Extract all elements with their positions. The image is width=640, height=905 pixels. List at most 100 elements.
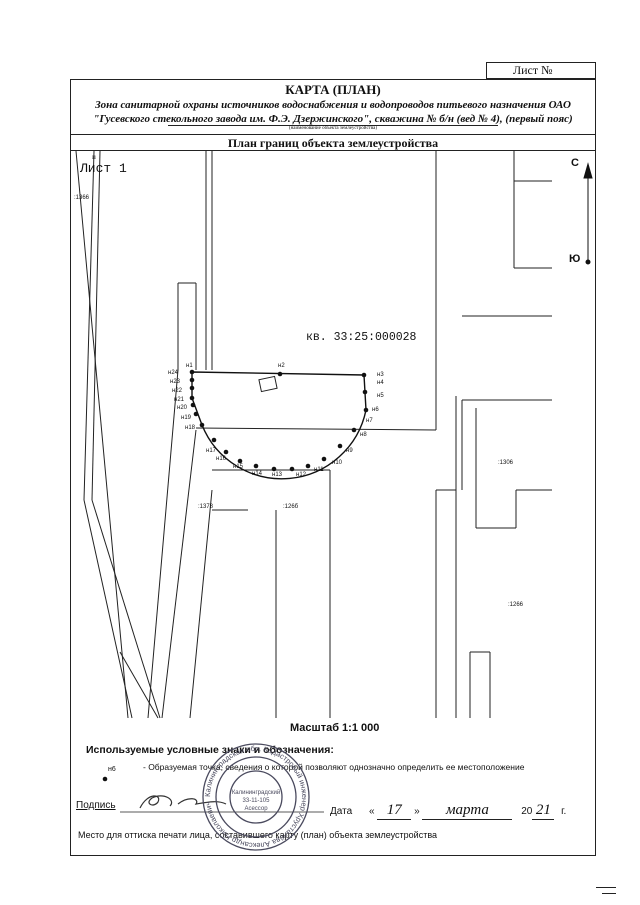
boundary-point (189, 377, 195, 383)
tick-mark: ıı (92, 153, 96, 161)
sheet-name: Лист 1 (80, 161, 127, 176)
boundary-point (321, 456, 327, 462)
date-year-unit: г. (561, 806, 567, 817)
north-arrow-icon (583, 162, 593, 265)
point-label: н14 (252, 471, 262, 477)
boundary-point (362, 389, 368, 395)
parcel-label: :1306 (498, 460, 514, 466)
point-label: н20 (177, 405, 187, 411)
boundary-point (189, 395, 195, 401)
map-line (137, 647, 161, 719)
point-label: н2 (278, 363, 285, 369)
boundary-point (189, 385, 195, 391)
map-scale: Масштаб 1:1 000 (290, 722, 380, 734)
seal-stamp: Калининградская обл. Кадастровый инженер… (202, 743, 310, 851)
svg-text:Калининградский: Калининградский (232, 789, 280, 796)
legend-point-description: - Образуемая точка, сведения о которой п… (143, 762, 525, 772)
parcel-label: :1378 (198, 504, 214, 510)
map-line (75, 150, 129, 719)
map-line (119, 651, 159, 719)
point-label: н17 (206, 448, 216, 454)
date-month: марта (422, 802, 513, 820)
point-label: н11 (314, 467, 324, 473)
signature-scribble (139, 795, 227, 809)
corner-mark (602, 893, 616, 894)
map-line (147, 369, 179, 719)
boundary-point (363, 407, 369, 413)
point-label: н3 (377, 372, 384, 378)
svg-text:Калининградская обл. Кадастров: Калининградская обл. Кадастровый инженер… (203, 744, 309, 850)
document-title: КАРТА (ПЛАН) (285, 82, 381, 97)
boundary-point (223, 449, 229, 455)
south-label: Ю (569, 253, 581, 265)
point-label: н9 (346, 448, 353, 454)
boundary-point (271, 466, 277, 472)
point-label: н4 (377, 380, 384, 386)
map-line (189, 489, 213, 719)
date-day: 17 (377, 802, 412, 820)
boundary-point (189, 369, 195, 375)
boundary-point (253, 463, 259, 469)
object-name: Зона санитарной охраны источников водосн… (78, 98, 588, 126)
legend-point-label: н6 (108, 766, 116, 773)
object-name-note: (наименование объекта землеустройства) (288, 126, 378, 131)
stamp-note: Место для оттиска печати лица, составивш… (78, 830, 437, 840)
sheet-number-label: Лист № (513, 63, 553, 77)
parcel-label: :1366 (74, 195, 90, 201)
boundary-point (237, 458, 243, 464)
boundary-point (361, 372, 367, 378)
point-label: н6 (372, 407, 379, 413)
map-line (161, 429, 197, 719)
subtitle-underline (168, 125, 498, 126)
boundary-point (193, 411, 199, 417)
signature-label: Подпись (76, 800, 116, 811)
map-line (91, 150, 101, 501)
point-label: н5 (377, 393, 384, 399)
point-label: н1 (186, 363, 193, 369)
boundary-point (337, 443, 343, 449)
point-label: н19 (181, 415, 191, 421)
point-label: н8 (360, 432, 367, 438)
document-frame (70, 79, 596, 856)
corner-mark (596, 887, 616, 888)
object-name-line1: Зона санитарной охраны источников водосн… (95, 99, 571, 111)
boundary-point (305, 463, 311, 469)
point-label: н24 (168, 370, 178, 376)
parcel-label: :1266 (508, 602, 524, 608)
point-label: н10 (332, 460, 342, 466)
point-label: н22 (172, 388, 182, 394)
plan-divider (70, 150, 596, 151)
map-line (83, 150, 95, 501)
boundary-point (199, 422, 205, 428)
zone-boundary (191, 371, 367, 480)
boundary-points (189, 369, 369, 472)
svg-text:33-11-105: 33-11-105 (243, 798, 271, 804)
boundary-point (211, 437, 217, 443)
boundary-point (277, 371, 283, 377)
map-line (83, 499, 133, 719)
legend-point-icon (102, 776, 108, 782)
date-year-prefix: 20 (521, 806, 533, 817)
svg-text:Асессор: Асессор (244, 806, 268, 812)
boundary-point (289, 466, 295, 472)
point-label: н18 (185, 425, 195, 431)
sheet-number-box: Лист № (486, 62, 596, 79)
plan-title: План границ объекта землеустройства (227, 136, 439, 150)
parcel-label: :126б (283, 504, 299, 510)
map-line (91, 499, 139, 649)
boundary-point (351, 427, 357, 433)
signature-area (120, 795, 324, 813)
point-label: н12 (296, 472, 306, 478)
map-line (195, 427, 437, 431)
date-label: Дата (330, 806, 353, 817)
small-building (258, 375, 278, 393)
point-label: н23 (170, 379, 180, 385)
point-label: н13 (272, 472, 282, 478)
cadastral-block-label: кв. 33:25:000028 (306, 331, 417, 344)
point-label: н15 (233, 464, 243, 470)
point-label: н7 (366, 418, 373, 424)
north-label: С (571, 157, 579, 169)
point-label: н21 (174, 397, 184, 403)
